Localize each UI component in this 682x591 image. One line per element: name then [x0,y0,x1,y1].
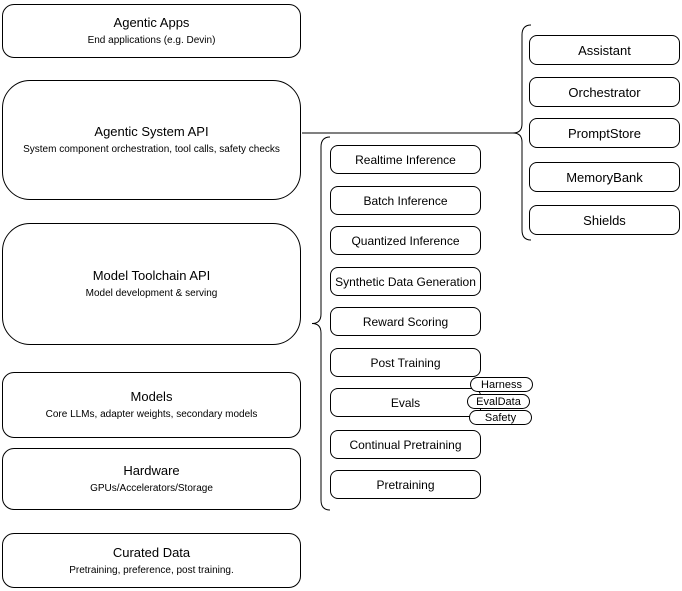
node-batch-inference: Batch Inference [330,186,481,215]
node-subtitle: Core LLMs, adapter weights, secondary mo… [45,409,258,420]
tag-harness: Harness [470,377,533,392]
node-label: Batch Inference [363,193,448,208]
node-post-training: Post Training [330,348,481,377]
node-quantized-inference: Quantized Inference [330,226,481,255]
tag-safety: Safety [469,410,532,425]
node-agentic-system-api: Agentic System API System component orch… [2,80,301,200]
node-memorybank: MemoryBank [529,162,680,192]
node-subtitle: System component orchestration, tool cal… [23,144,280,155]
tag-label: Harness [481,378,522,391]
node-title: Agentic Apps [113,15,190,30]
tag-label: Safety [484,411,517,424]
node-label: PromptStore [568,125,641,141]
node-subtitle: End applications (e.g. Devin) [87,35,216,46]
node-title: Agentic System API [94,124,209,139]
node-curated-data: Curated Data Pretraining, preference, po… [2,533,301,588]
node-label: Synthetic Data Generation [335,274,476,289]
node-model-toolchain-api: Model Toolchain API Model development & … [2,223,301,345]
node-label: Realtime Inference [355,152,456,167]
tag-evaldata: EvalData [467,394,530,409]
node-title: Hardware [123,463,180,478]
node-hardware: Hardware GPUs/Accelerators/Storage [2,448,301,510]
toolchain-curly-bracket [311,136,331,511]
node-continual-pretraining: Continual Pretraining [330,430,481,459]
components-curly-bracket [512,24,532,241]
node-label: Shields [583,212,626,228]
node-agentic-apps: Agentic Apps End applications (e.g. Devi… [2,4,301,58]
node-label: Evals [390,395,421,410]
node-label: Assistant [578,42,631,58]
node-label: MemoryBank [566,169,643,185]
node-subtitle: GPUs/Accelerators/Storage [90,483,213,494]
node-evals: Evals [330,388,481,417]
node-label: Post Training [370,355,441,370]
node-subtitle: Model development & serving [85,288,218,299]
node-realtime-inference: Realtime Inference [330,145,481,174]
node-assistant: Assistant [529,35,680,65]
tag-label: EvalData [476,395,521,408]
node-models: Models Core LLMs, adapter weights, secon… [2,372,301,438]
node-label: Continual Pretraining [349,437,462,452]
node-orchestrator: Orchestrator [529,77,680,107]
node-synthetic-data-generation: Synthetic Data Generation [330,267,481,296]
node-label: Pretraining [376,477,435,492]
node-title: Models [130,389,173,404]
node-shields: Shields [529,205,680,235]
node-title: Curated Data [112,544,191,560]
node-title: Model Toolchain API [92,268,211,283]
node-label: Quantized Inference [351,233,460,248]
node-pretraining: Pretraining [330,470,481,499]
node-promptstore: PromptStore [529,118,680,148]
node-reward-scoring: Reward Scoring [330,307,481,336]
node-label: Reward Scoring [362,314,449,329]
node-label: Orchestrator [568,84,641,100]
node-subtitle: Pretraining, preference, post training. [69,564,234,576]
